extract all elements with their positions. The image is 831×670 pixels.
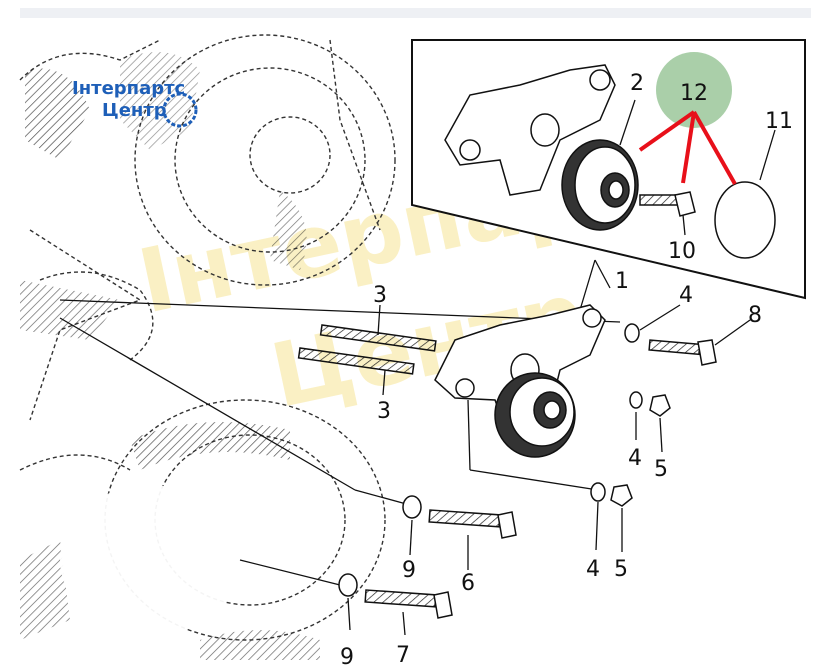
callout-9-top: 9: [402, 558, 416, 583]
callout-3-top: 3: [373, 283, 387, 308]
callout-labels: 1 2 3 3 4 4 4 5 5 6 7 8 9 9 10 11 12: [340, 71, 793, 670]
callout-4-middle: 4: [628, 446, 642, 471]
callout-ticks: [347, 99, 776, 636]
callout-12: 12: [680, 81, 708, 106]
callout-6: 6: [461, 571, 475, 596]
callout-4-bottom: 4: [586, 557, 600, 582]
callout-1: 1: [615, 269, 629, 294]
highlight-12: [638, 52, 737, 185]
logo-line1: Інтерпартс: [72, 78, 185, 99]
callout-9-bottom: 9: [340, 645, 354, 670]
callout-11: 11: [765, 109, 793, 134]
callout-5-bottom: 5: [614, 557, 628, 582]
callout-2: 2: [630, 71, 644, 96]
callout-7: 7: [396, 643, 410, 668]
callout-4-top: 4: [679, 283, 693, 308]
top-bar: [20, 8, 811, 18]
leader-lines: [59, 259, 621, 586]
brand-logo: Інтерпартс Центр: [72, 78, 198, 128]
callout-3-bottom: 3: [377, 399, 391, 424]
highlight-circle: [656, 52, 732, 128]
logo-line2: Центр: [102, 100, 167, 121]
gear-icon: [162, 92, 198, 128]
callout-8: 8: [748, 303, 762, 328]
engine-hatching: [20, 52, 320, 660]
callout-5-top: 5: [654, 457, 668, 482]
callout-10: 10: [668, 239, 696, 264]
main-tensioner: [297, 304, 717, 619]
inset-tensioner: [444, 64, 776, 259]
highlight-lines: [638, 110, 737, 185]
blur-patch: [60, 485, 240, 635]
